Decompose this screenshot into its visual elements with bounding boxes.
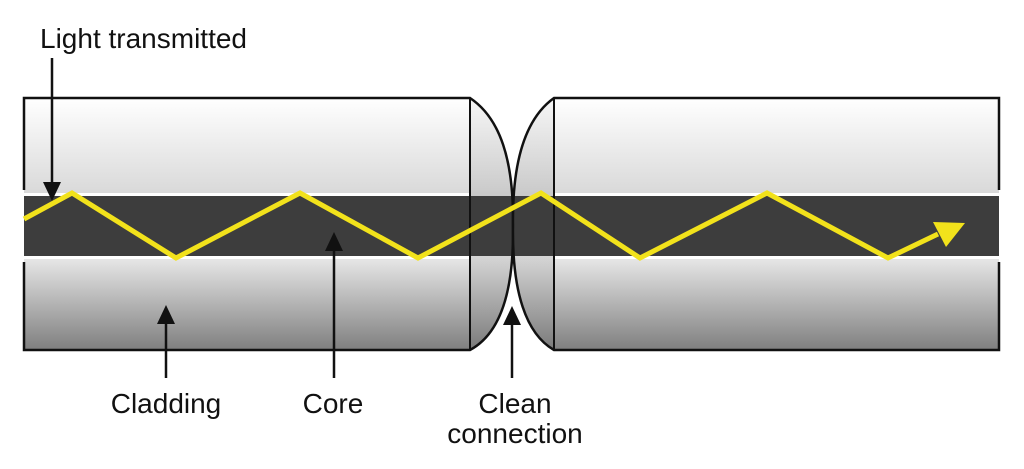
left-cladding-bottom (24, 259, 470, 350)
left-cladding-top (24, 98, 470, 193)
light-ray (22, 190, 940, 261)
left-fiber (22, 96, 515, 352)
left-fiber-end-cap-top (470, 98, 512, 196)
label-light-transmitted: Light transmitted (40, 23, 247, 54)
right-fiber (511, 96, 1001, 352)
label-cladding: Cladding (111, 388, 222, 419)
label-clean-line2: connection (447, 418, 582, 449)
label-core: Core (303, 388, 364, 419)
right-fiber-end-cap-bottom (514, 256, 554, 350)
right-fiber-end-cap-top (514, 98, 554, 196)
pointer-cladding (157, 305, 175, 378)
label-clean-line1: Clean (478, 388, 551, 419)
right-cladding-top (554, 98, 999, 193)
right-fiber-outline (511, 96, 1001, 352)
pointer-core (325, 232, 343, 378)
pointer-clean-connection (503, 306, 521, 378)
left-core (24, 196, 512, 256)
pointer-light-transmitted (43, 58, 61, 201)
left-fiber-end-cap-bottom (470, 256, 512, 350)
light-ray-arrowhead (933, 222, 965, 247)
right-cladding-bottom (554, 259, 999, 350)
